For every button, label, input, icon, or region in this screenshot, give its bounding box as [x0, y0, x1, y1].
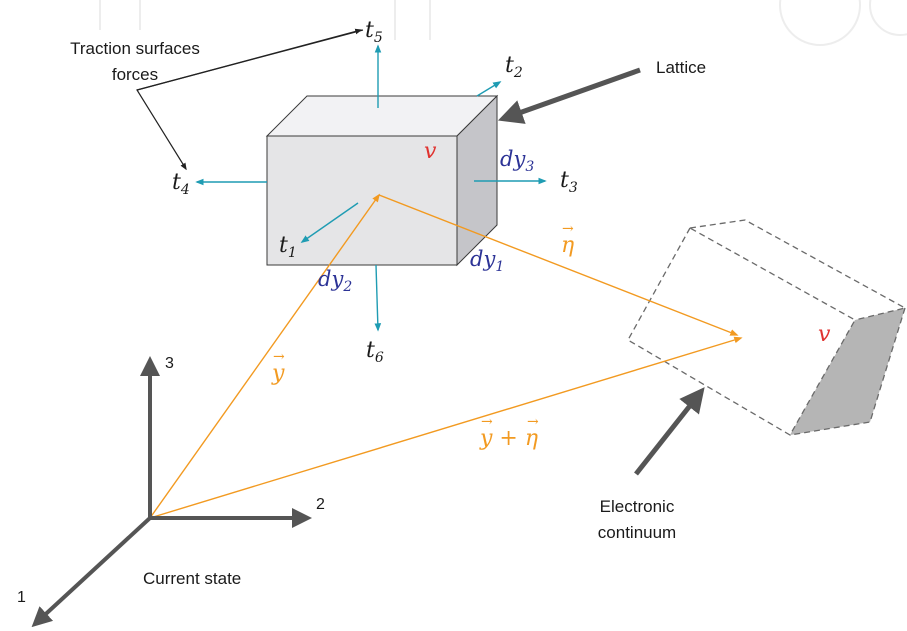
background-watermark — [99, 0, 907, 46]
label-t5: t5 — [365, 18, 383, 46]
label-t2: t2 — [505, 53, 523, 81]
svg-text:→: → — [481, 414, 493, 430]
svg-text:→: → — [527, 414, 539, 430]
electronic-label-line1: Electronic — [600, 497, 675, 516]
label-y-plus-eta: → → y + η — [479, 414, 539, 451]
label-t1: t1 — [279, 233, 297, 261]
continuum-box — [627, 219, 907, 436]
axis-1-arrow — [31, 516, 152, 628]
traction-label-line1: Traction surfaces — [70, 39, 200, 58]
position-vectors — [149, 193, 743, 519]
svg-text:→: → — [562, 221, 574, 237]
lattice-pointer — [497, 67, 641, 124]
label-v-continuum: v — [818, 322, 831, 347]
arrow-t2 — [476, 81, 502, 97]
label-eta: → η — [561, 221, 574, 258]
svg-text:→: → — [273, 349, 285, 365]
coordinate-axes — [31, 356, 312, 628]
axis-1-label: 1 — [17, 589, 26, 606]
label-dy2: dy2 — [318, 267, 352, 295]
traction-arrows — [195, 44, 547, 332]
vector-eta — [378, 194, 739, 336]
svg-text:y + η: y + η — [479, 426, 538, 451]
vector-y — [149, 193, 380, 519]
lattice-label: Lattice — [656, 58, 706, 77]
label-t6: t6 — [366, 338, 384, 366]
label-t4: t4 — [172, 170, 190, 198]
label-v-lattice: v — [424, 139, 437, 164]
axis-2-label: 2 — [316, 496, 325, 513]
pointer-lines — [136, 28, 705, 476]
label-y: → y — [271, 349, 285, 386]
vector-y-plus-eta — [149, 336, 743, 519]
svg-text:η: η — [561, 233, 574, 258]
traction-label-line2: forces — [112, 65, 158, 84]
label-t3: t3 — [560, 168, 578, 196]
arrow-t6 — [374, 264, 382, 332]
electronic-label-line2: continuum — [598, 523, 676, 542]
current-state-label: Current state — [143, 569, 241, 588]
svg-text:y: y — [271, 361, 285, 386]
lattice-box — [265, 94, 499, 267]
label-dy1: dy1 — [470, 247, 504, 275]
label-dy3: dy3 — [500, 147, 534, 175]
axis-3-label: 3 — [165, 355, 174, 372]
arrow-t1 — [300, 202, 359, 243]
continuum-pointer — [634, 387, 705, 476]
